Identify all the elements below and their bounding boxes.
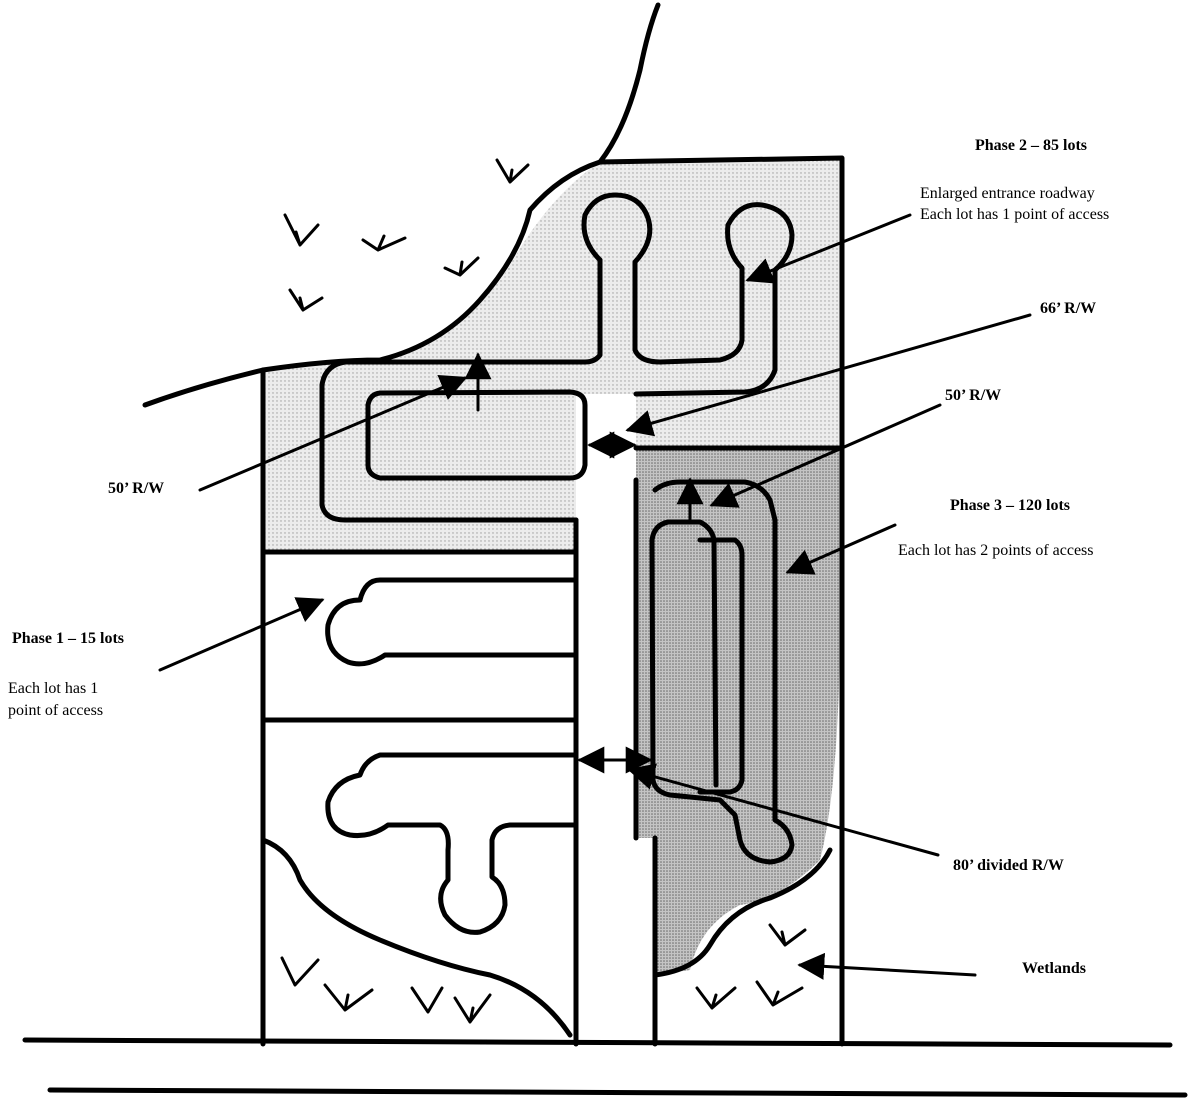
wetland-boundary-left xyxy=(260,837,573,1038)
main-road-corridor xyxy=(576,394,636,1044)
base-road-upper xyxy=(22,1037,1173,1048)
wetlands-pointer-arrow xyxy=(797,952,977,980)
phase2-inner-block xyxy=(365,389,588,481)
marsh-symbol-group xyxy=(280,158,807,1024)
marsh-symbol xyxy=(410,986,444,1014)
marsh-symbol xyxy=(755,980,804,1007)
marsh-symbol xyxy=(323,983,374,1012)
phase2-note-line1: Enlarged entrance roadway xyxy=(920,185,1095,202)
phase2-title: Phase 2 – 85 lots xyxy=(975,137,1087,154)
phase1-cul-de-sac-upper xyxy=(325,577,579,667)
rw-66-pointer-arrow xyxy=(625,313,1032,437)
base-road-lower xyxy=(47,1087,1188,1098)
rw-50-left-label: 50’ R/W xyxy=(108,480,165,497)
phase3-pointer-arrow xyxy=(785,523,897,575)
rw-50-right-pointer-arrow xyxy=(709,403,942,508)
marsh-symbol xyxy=(768,923,807,947)
rw-50-right-label: 50’ R/W xyxy=(945,387,1002,404)
phase3-title: Phase 3 – 120 lots xyxy=(950,497,1070,514)
marsh-symbol xyxy=(288,288,324,312)
phase1-note-line2: point of access xyxy=(8,702,104,719)
marsh-symbol xyxy=(283,213,320,247)
marsh-symbol xyxy=(280,956,320,987)
phase2-pointer-arrow xyxy=(745,213,912,284)
marsh-symbol xyxy=(695,986,737,1010)
rw-50-left-pointer-arrow xyxy=(198,375,468,492)
rw-80-label: 80’ divided R/W xyxy=(953,857,1064,874)
marsh-symbol xyxy=(361,234,407,252)
marsh-symbol xyxy=(453,993,492,1024)
wetlands-label: Wetlands xyxy=(1022,960,1087,977)
phase1-title: Phase 1 – 15 lots xyxy=(12,630,124,647)
marsh-symbol xyxy=(443,256,480,277)
phase3-inner-block xyxy=(697,537,745,795)
phase2-note-line2: Each lot has 1 point of access xyxy=(920,206,1110,223)
phase2-cul-de-sac-left xyxy=(581,192,795,397)
phase1-cul-de-sac-lower xyxy=(325,752,579,935)
phase2-area xyxy=(263,158,842,552)
rw-66-label: 66’ R/W xyxy=(1040,300,1097,317)
rw-80-pointer-arrow xyxy=(627,763,940,857)
phase1-note-line1: Each lot has 1 xyxy=(8,680,99,697)
phase3-note: Each lot has 2 points of access xyxy=(898,542,1094,559)
marsh-symbol xyxy=(495,158,530,184)
phase2-loop-road xyxy=(319,257,603,523)
phase3-area xyxy=(636,448,842,975)
phase1-pointer-arrow xyxy=(158,597,325,672)
site-outline xyxy=(260,155,845,1047)
wetland-boundary-right xyxy=(652,847,833,978)
